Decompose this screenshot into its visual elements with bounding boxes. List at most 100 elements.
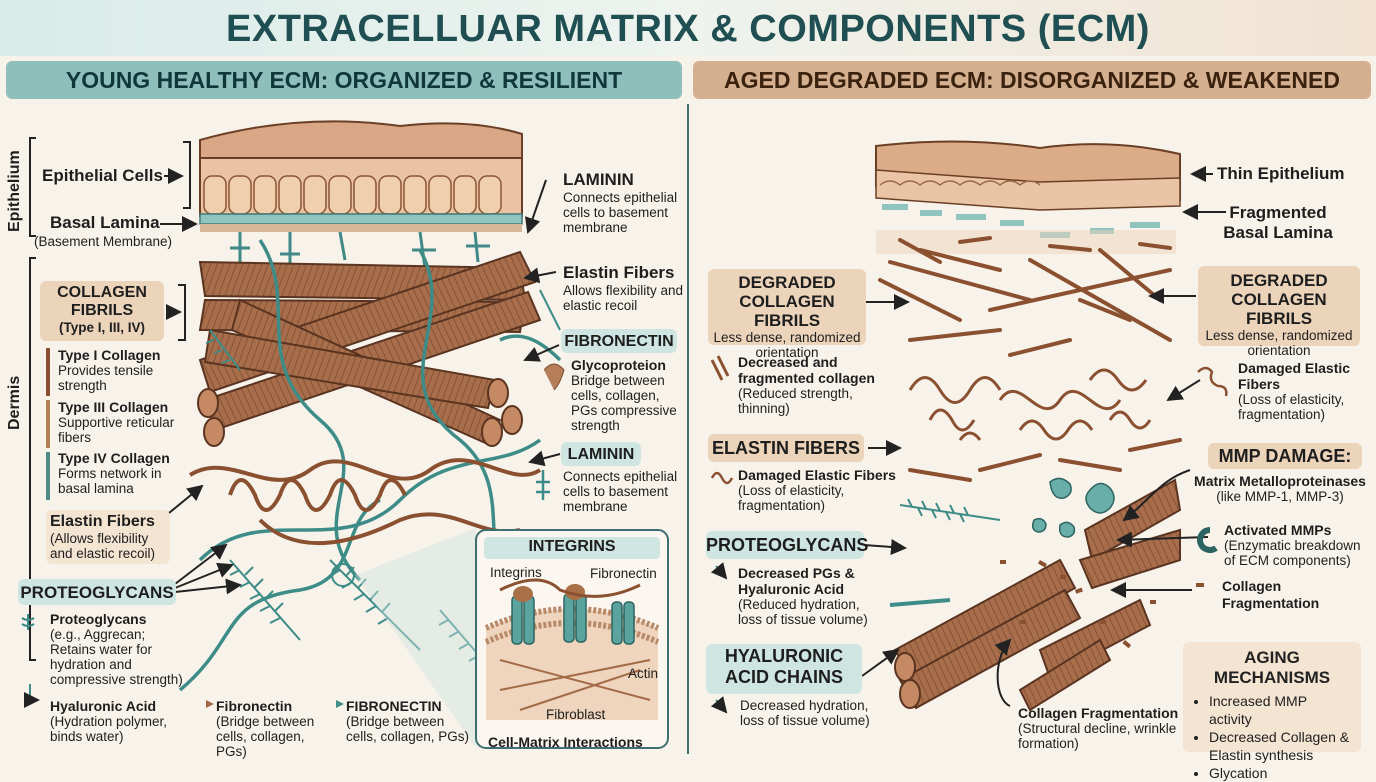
deg-coll-desc: Less dense, randomized orientation: [713, 330, 861, 360]
dam-el-title: Damaged Elastic Fibers: [738, 467, 896, 483]
aging-item: Increased MMP activity: [1209, 692, 1353, 728]
fragmented-basal-lamina-label: Fragmented Basal Lamina: [1223, 203, 1333, 242]
fibronectin-box: FIBRONECTIN: [561, 329, 677, 353]
elastin-fibers-note: Elastin Fibers (Allows flexibility and e…: [46, 510, 170, 564]
aging-mechanisms-box: AGING MECHANISMS Increased MMP activity …: [1183, 642, 1361, 781]
degraded-collagen-box-left: DEGRADED COLLAGEN FIBRILS Less dense, ra…: [708, 269, 866, 360]
mmp-note: Matrix Metalloproteinases (like MMP-1, M…: [1190, 473, 1370, 504]
panel-divider: [687, 104, 689, 754]
integrins-inset-label: Integrins: [490, 565, 542, 580]
actin-inset-label: Actin: [628, 666, 659, 681]
activated-mmps-note: Activated MMPs (Enzymatic breakdown of E…: [1224, 522, 1364, 568]
ha-title: Hyaluronic Acid: [50, 698, 157, 714]
dam-el2-desc: (Loss of elasticity, fragmentation): [1238, 392, 1345, 422]
elastin-fibers-box: ELASTIN FIBERS: [708, 434, 864, 462]
decreased-pg-note: Decreased PGs & Hyaluronic Acid (Reduced…: [738, 565, 878, 627]
deg-coll2-desc: Less dense, randomized orientation: [1205, 328, 1353, 358]
dam-el2-title: Damaged Elastic Fibers: [1238, 360, 1351, 392]
integrins-box-title: INTEGRINS: [528, 538, 616, 555]
young-proteoglycans: [205, 289, 561, 681]
damaged-elastic-note-right: Damaged Elastic Fibers (Loss of elastici…: [1238, 360, 1366, 422]
type3-title: Type III Collagen: [58, 399, 169, 415]
aging-mechanisms-title: AGING MECHANISMS: [1213, 648, 1331, 687]
proteoglycans-box: PROTEOGLYCANS: [18, 579, 176, 605]
elastin-desc: (Allows flexibility and elastic recoil): [50, 531, 156, 561]
act-mmp-desc: (Enzymatic breakdown of ECM components): [1224, 538, 1361, 568]
dec-coll-title: Decreased and fragmented collagen: [738, 354, 875, 386]
hyaluronic-acid-note: Hyaluronic Acid (Hydration polymer, bind…: [50, 698, 180, 744]
fibroblast-inset-label: Fibroblast: [546, 707, 606, 722]
aged-ecm-header: AGED DEGRADED ECM: DISORGANIZED & WEAKEN…: [693, 61, 1371, 99]
mmp-damage-box: MMP DAMAGE:: [1208, 443, 1362, 469]
dec-pg-title: Decreased PGs & Hyaluronic Acid: [738, 565, 855, 597]
coll-frag2-desc: (Structural decline, wrinkle formation): [1018, 721, 1177, 751]
fn-small-desc: (Bridge between cells, collagen, PGs): [216, 714, 315, 759]
young-collagen-bundles: [197, 250, 542, 447]
thin-epithelium-label: Thin Epithelium: [1217, 164, 1345, 183]
type4-title: Type IV Collagen: [58, 450, 170, 466]
fn-caps-title: FIBRONECTIN: [346, 698, 442, 714]
type3-collagen: Type III Collagen Supportive reticular f…: [58, 399, 178, 445]
mmp-desc: (like MMP-1, MMP-3): [1216, 489, 1344, 504]
fibronectin-caps-note: FIBRONECTIN (Bridge between cells, colla…: [346, 698, 470, 744]
decreased-collagen-note: Decreased and fragmented collagen (Reduc…: [738, 354, 878, 416]
degraded-collagen-box-right: DEGRADED COLLAGEN FIBRILS Less dense, ra…: [1198, 266, 1360, 358]
fibronectin-note: Fibronectin (Bridge between cells, colla…: [216, 698, 334, 759]
dermis-side-label: Dermis: [6, 375, 23, 430]
aged-epithelium-block: [875, 140, 1181, 254]
collagen-fibrils-sub: (Type I, III, IV): [58, 320, 145, 335]
type1-desc: Provides tensile strength: [58, 363, 154, 393]
epithelial-cells-label: Epithelial Cells: [42, 166, 163, 185]
ha-desc: (Hydration polymer, binds water): [50, 714, 168, 744]
pg-title: Proteoglycans: [50, 611, 147, 627]
aging-item: Decreased Collagen & Elastin synthesis: [1209, 728, 1353, 764]
deg-coll2-title: DEGRADED COLLAGEN FIBRILS: [1230, 271, 1328, 328]
proteoglycans-note: Proteoglycans (e.g., Aggrecan; Retains w…: [50, 611, 186, 687]
collagen-fragmentation-label: Collagen Fragmentation: [1222, 578, 1320, 611]
type4-collagen: Type IV Collagen Forms network in basal …: [58, 450, 178, 496]
page-title: EXTRACELLUAR MATRIX & COMPONENTS (ECM): [0, 0, 1376, 56]
elastin-right-note: Elastin Fibers Allows flexibility and el…: [563, 263, 685, 313]
type4-desc: Forms network in basal lamina: [58, 466, 162, 496]
deg-coll-title: DEGRADED COLLAGEN FIBRILS: [738, 273, 836, 330]
pg-desc: (e.g., Aggrecan; Retains water for hydra…: [50, 627, 183, 687]
elastin-title: Elastin Fibers: [50, 513, 155, 530]
laminin-top-note: LAMININ Connects epithelial cells to bas…: [563, 170, 685, 235]
collagen-fibrils-box: COLLAGEN FIBRILS (Type I, III, IV): [40, 281, 164, 341]
laminin-box: LAMININ: [561, 442, 641, 466]
mmp-enzymes: [1031, 477, 1115, 538]
glycoprotein-note: Glycoproteion Bridge between cells, coll…: [571, 357, 683, 433]
young-ecm-header: YOUNG HEALTHY ECM: ORGANIZED & RESILIENT: [6, 61, 682, 99]
elastin-r-title: Elastin Fibers: [563, 263, 675, 282]
coll-frag2-title: Collagen Fragmentation: [1018, 705, 1179, 721]
aged-collagen-fragments: [878, 236, 1182, 482]
epithelium-side-label: Epithelium: [6, 150, 23, 232]
laminin1-title: LAMININ: [563, 170, 634, 189]
integrins-inset: [475, 529, 669, 749]
dec-pg-desc: (Reduced hydration, loss of tissue volum…: [738, 597, 868, 627]
basal-lamina-sublabel: (Basement Membrane): [34, 234, 173, 249]
collagen-fragmentation-note: Collagen Fragmentation (Structural decli…: [1018, 705, 1188, 751]
glyco-title: Glycoproteion: [571, 357, 666, 373]
aged-elastin-curls: [908, 368, 1152, 441]
aged-broken-bundles: [893, 478, 1182, 712]
damaged-elastic-note-left: Damaged Elastic Fibers (Loss of elastici…: [738, 467, 898, 513]
cell-matrix-caption: Cell-Matrix Interactions: [488, 734, 643, 750]
mmp-title: Matrix Metalloproteinases: [1194, 473, 1366, 489]
fn-caps-desc: (Bridge between cells, collagen, PGs): [346, 714, 470, 744]
fibronectin-inset-label: Fibronectin: [590, 566, 657, 581]
laminin2-desc: Connects epithelial cells to basement me…: [563, 469, 678, 514]
aging-mechanisms-list: Increased MMP activity Decreased Collage…: [1191, 692, 1353, 782]
type1-collagen: Type I Collagen Provides tensile strengt…: [58, 347, 168, 393]
young-elastin-coils: [188, 458, 542, 545]
act-mmp-title: Activated MMPs: [1224, 522, 1332, 538]
dam-el-desc: (Loss of elasticity, fragmentation): [738, 483, 845, 513]
young-epithelium-block: [199, 120, 523, 232]
aging-item: Glycation: [1209, 764, 1353, 782]
type3-desc: Supportive reticular fibers: [58, 415, 175, 445]
collagen-fibrils-title: COLLAGEN FIBRILS: [57, 284, 147, 319]
ha-chains-desc: Decreased hydration, loss of tissue volu…: [740, 698, 870, 728]
basal-lamina-label: Basal Lamina: [50, 213, 160, 232]
proteoglycans-box-right: PROTEOGLYCANS: [706, 531, 868, 559]
